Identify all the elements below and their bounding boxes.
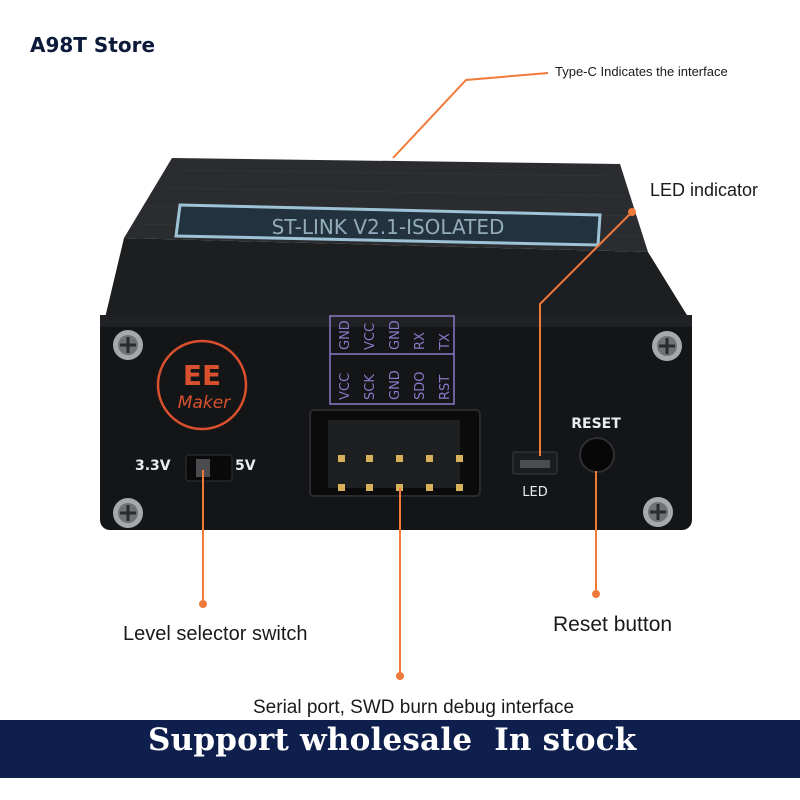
callout-level-selector: Level selector switch (123, 623, 308, 645)
switch-knob[interactable] (196, 459, 210, 477)
pin-header-socket (328, 420, 460, 488)
promo-banner (0, 720, 800, 778)
reset-label: RESET (571, 416, 621, 432)
pin-label: RST (438, 375, 453, 400)
pin-label: SDO (413, 372, 428, 401)
screw-icon (113, 330, 143, 360)
screw-icon (113, 498, 143, 528)
pin-label: SCK (363, 374, 378, 400)
reset-button[interactable] (579, 437, 615, 473)
callout-typec: Type-C Indicates the interface (555, 64, 728, 79)
callout-dots (199, 208, 636, 680)
callout-serial-port: Serial port, SWD burn debug interface (253, 697, 575, 718)
led-label: LED (522, 485, 547, 500)
callout-reset-button: Reset button (553, 613, 673, 636)
pin-label: TX (438, 333, 453, 351)
front-panel-edge (100, 315, 692, 327)
pin-label: VCC (338, 373, 353, 400)
callout-lines (202, 72, 633, 676)
logo-top-text: EE (183, 359, 221, 392)
pin-label-grid (329, 315, 455, 405)
header-pins (338, 455, 463, 491)
pin-label: GND (338, 320, 353, 350)
top-label-text: ST-LINK V2.1-ISOLATED (272, 215, 505, 239)
footer-strip (0, 778, 800, 800)
pin-label: RX (413, 332, 428, 350)
promo-banner-text: Support wholesale In stock (148, 722, 637, 758)
callout-led-indicator: LED indicator (650, 180, 759, 200)
pin-label: GND (388, 320, 403, 350)
screw-icon (652, 331, 682, 361)
eemaker-logo-icon (156, 339, 248, 431)
pin-labels: VCC GND SCK VCC GND GND SDO RX RST TX (338, 320, 453, 400)
voltage-right-label: 5V (235, 458, 256, 474)
pin-label: GND (388, 370, 403, 400)
pin-label: VCC (363, 323, 378, 350)
screw-icon (643, 497, 673, 527)
logo-bottom-text: Maker (178, 393, 231, 413)
voltage-left-label: 3.3V (135, 458, 171, 474)
store-name: A98T Store (0, 25, 190, 65)
led-chip (520, 460, 550, 468)
